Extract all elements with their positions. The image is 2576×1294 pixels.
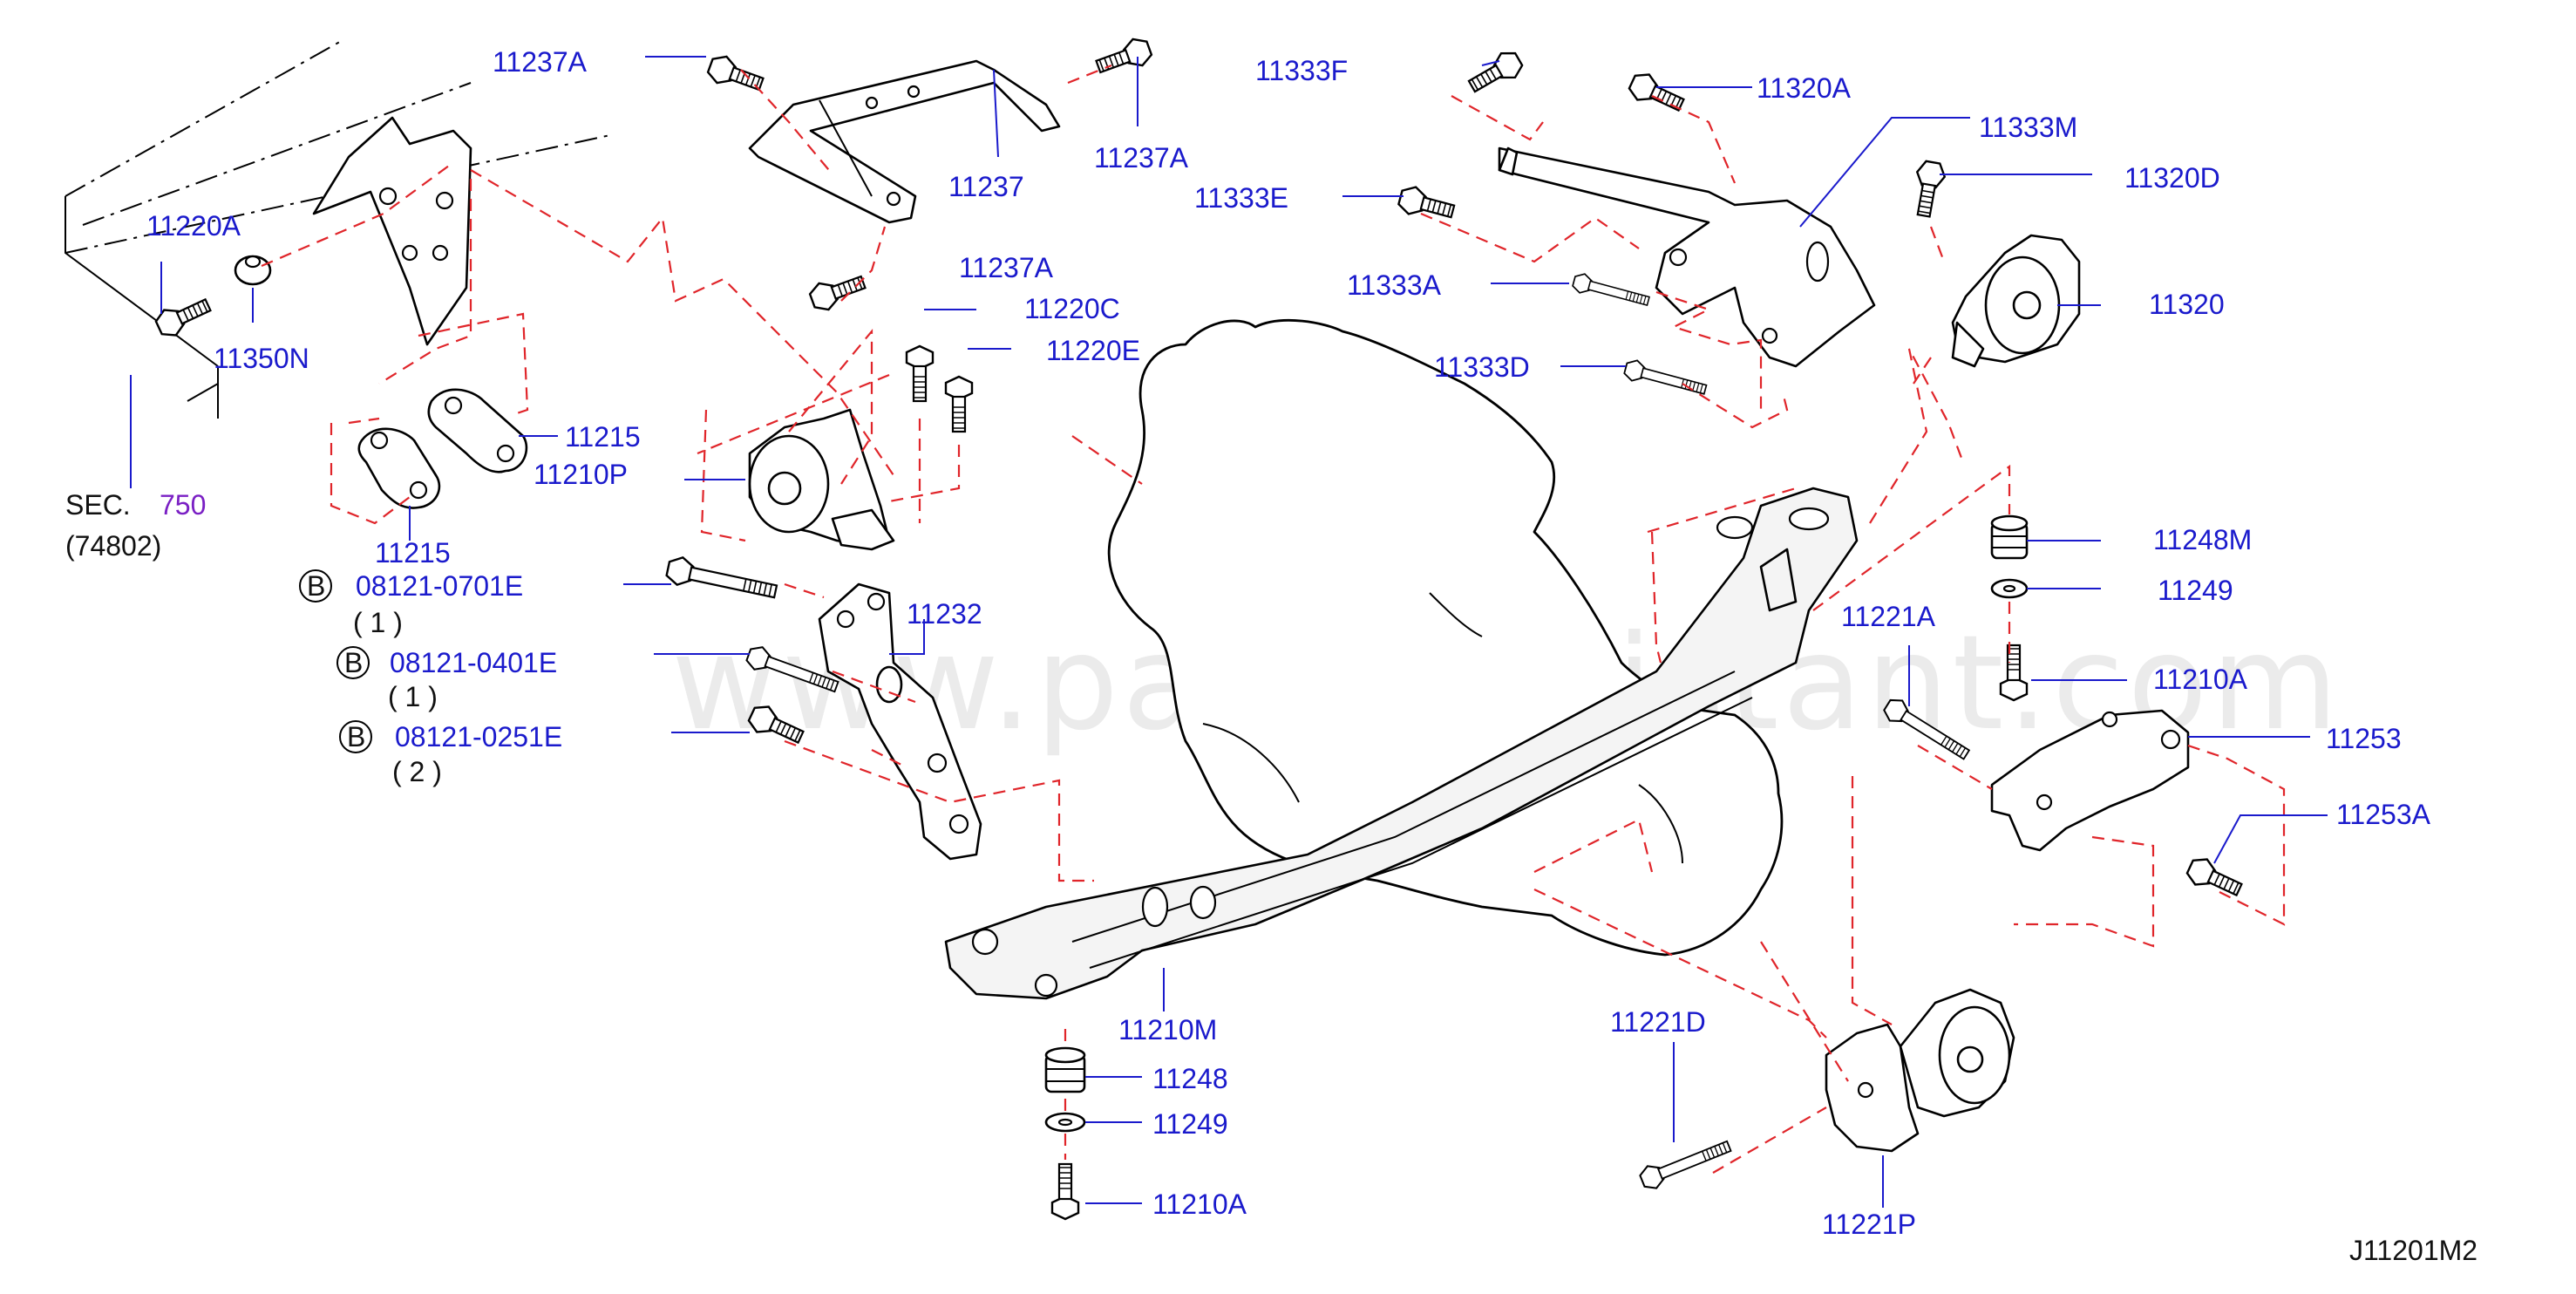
section-number[interactable]: 750 [160,489,206,521]
label-11232[interactable]: 11232 [907,598,982,630]
label-11237A-a[interactable]: 11237A [493,46,588,78]
section-reference: SEC. 750 (74802) [65,489,206,562]
b-bolt-item[interactable]: B 08121-0251E ( 2 ) [339,720,562,787]
callout-leader-lines [130,56,2328,1208]
bracket-11333M [1498,146,1876,368]
bolt-11237A-b [1092,33,1155,81]
bolt-11320D [1908,159,1948,220]
engine-block-outline [1107,318,1784,957]
b-bolt-qty: ( 1 ) [388,681,438,712]
b-bolt-qty: ( 2 ) [392,756,442,787]
bolt-11221D [1636,1134,1735,1194]
b-bolt-part: 08121-0251E [395,721,562,753]
label-11249-b[interactable]: 11249 [1152,1108,1228,1140]
bolt-11220E [944,375,974,433]
bolt-08121-0701E [663,554,780,607]
label-11221D[interactable]: 11221D [1610,1006,1706,1038]
label-11253A[interactable]: 11253A [2336,799,2431,830]
b-bolt-part: 08121-0701E [356,570,523,602]
label-11320A[interactable]: 11320A [1757,72,1852,104]
label-11221P[interactable]: 11221P [1822,1209,1916,1240]
b-bolt-part: 08121-0401E [390,647,557,678]
bushing-11248 [1044,1046,1086,1093]
bushing-11248M [1990,514,2029,560]
bolt-11333D [1621,357,1709,401]
b-bolt-qty: ( 1 ) [353,607,403,638]
bracket-11232 [818,582,982,861]
label-11210M[interactable]: 11210M [1118,1014,1217,1045]
label-11237A-b[interactable]: 11237A [1094,142,1189,174]
part-labels: 11237A 11237 11237A 11237A 11333F 11320A… [146,46,2431,1240]
bolt-11333F [1464,45,1527,100]
label-11249-a[interactable]: 11249 [2158,575,2233,606]
label-11333D[interactable]: 11333D [1434,351,1530,383]
label-11220A[interactable]: 11220A [146,210,241,242]
spacer-11215-a [427,388,528,473]
label-11210A-a[interactable]: 11210A [2153,664,2248,695]
label-11220E[interactable]: 11220E [1046,335,1140,366]
label-11333F[interactable]: 11333F [1255,55,1348,86]
label-11220C[interactable]: 11220C [1024,293,1120,324]
section-prefix: SEC. [65,489,131,521]
bracket-11253 [1990,709,2190,852]
label-11210P[interactable]: 11210P [534,459,628,490]
label-11248[interactable]: 11248 [1152,1063,1228,1094]
label-11333E[interactable]: 11333E [1194,182,1288,214]
label-11210A-b[interactable]: 11210A [1152,1188,1247,1220]
label-11215-a[interactable]: 11215 [565,421,641,453]
bolt-11220A [152,291,215,342]
mount-11210P [748,408,895,551]
bolt-11320A [1625,68,1689,119]
bolt-11333E [1396,182,1458,227]
crossmember-11210M [944,487,1859,1000]
bolt-11220C [905,344,935,403]
bolt-11333A [1570,270,1652,311]
diagram-code: J11201M2 [2349,1235,2477,1266]
mount-11221P [1825,988,2015,1153]
mount-11320 [1951,234,2081,368]
label-11237A-c[interactable]: 11237A [959,252,1054,283]
bushing-11350N [234,255,272,286]
label-11350N[interactable]: 11350N [214,343,309,374]
b-bolt-item[interactable]: B 08121-0401E ( 1 ) [336,646,557,712]
section-subref: (74802) [65,530,161,562]
label-11253[interactable]: 11253 [2326,723,2402,754]
b-badge: B [344,647,363,678]
spacer-11215-b [357,427,441,509]
standard-bolt-list: B 08121-0701E ( 1 ) B 08121-0401E ( 1 ) … [299,569,562,787]
washer-11249-b [1044,1112,1086,1133]
label-11320D[interactable]: 11320D [2124,162,2220,194]
b-bolt-item[interactable]: B 08121-0701E ( 1 ) [299,569,523,638]
label-11320[interactable]: 11320 [2149,289,2225,320]
bracket-11350 [312,116,472,346]
b-badge: B [347,721,365,753]
bolt-11237A-a [704,51,767,99]
bolt-11210A-b [1050,1162,1080,1221]
label-11237[interactable]: 11237 [948,171,1024,202]
bolt-11237A-c [806,268,869,316]
label-11248M[interactable]: 11248M [2153,524,2252,555]
label-11221A[interactable]: 11221A [1841,601,1936,632]
label-11333M[interactable]: 11333M [1979,112,2077,143]
assembly-dashed-lines [261,64,2286,1174]
label-11215-b[interactable]: 11215 [375,537,451,569]
washer-11249-a [1990,578,2029,599]
b-badge: B [307,570,325,602]
bracket-11237 [748,59,1061,224]
label-11333A[interactable]: 11333A [1347,269,1442,301]
